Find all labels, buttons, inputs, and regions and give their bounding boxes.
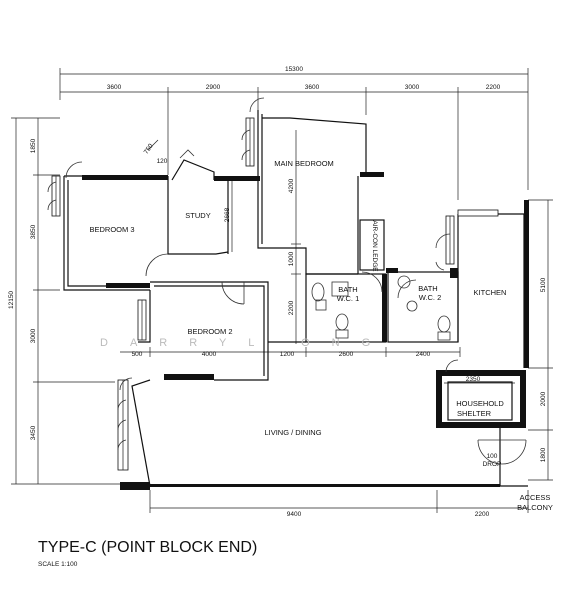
dim-left-1: 1850 [30,138,37,153]
plan-scale: SCALE 1:100 [38,561,78,568]
dimension-lines [11,68,553,513]
dim-mid-5: 2400 [416,351,431,358]
dim-total-top: 15300 [285,66,303,73]
dim-top-3: 3600 [305,84,320,91]
dim-mid-3: 1200 [280,351,295,358]
dim-mid-2: 4000 [202,351,217,358]
dim-bottom-1: 9400 [287,511,302,518]
dim-right-1: 5100 [540,277,547,292]
label-bath-1-a: BATH [338,285,357,294]
dim-mid-4: 2600 [339,351,354,358]
dim-top-5: 2200 [486,84,501,91]
label-access-a: ACCESS [520,493,551,502]
fixtures [311,275,451,341]
dim-right-3: 1800 [540,447,547,462]
doors [47,97,527,465]
plan-title: TYPE-C (POINT BLOCK END) [38,539,257,556]
walls [63,110,529,490]
label-living-dining: LIVING / DINING [264,428,321,437]
dim-bottom-2: 2200 [475,511,490,518]
dim-left-4: 3450 [30,425,37,440]
windows [51,117,499,471]
label-bath-2-b: W.C. 2 [419,293,442,302]
dim-shelter: 2350 [466,376,481,383]
dim-mid-1: 500 [132,351,143,358]
dim-master-2: 1000 [288,251,295,266]
dim-left-total: 12150 [8,291,15,309]
label-kitchen: KITCHEN [474,288,507,297]
label-aircon-ledge: AIR-CON LEDGE [371,220,378,272]
dim-right-2: 2000 [540,391,547,406]
label-shelter-a: HOUSEHOLD [456,399,504,408]
dim-bay-2: 120 [157,158,168,165]
dim-top-1: 3600 [107,84,122,91]
dim-top-2: 2900 [206,84,221,91]
label-bedroom-3: BEDROOM 3 [89,225,134,234]
watermark: DARRYL ONG [100,337,392,349]
label-bedroom-2: BEDROOM 2 [187,327,232,336]
dim-master-3: 2200 [288,300,295,315]
dim-master-1: 4200 [288,178,295,193]
label-access-b: BALCONY [517,503,553,512]
dim-left-3: 3000 [30,328,37,343]
label-bath-2-a: BATH [418,284,437,293]
dim-bay-1: 750 [143,142,155,155]
label-main-bedroom: MAIN BEDROOM [274,159,334,168]
window-kitchen-top [457,209,499,217]
label-study: STUDY [185,211,210,220]
dimension-labels: 15300 3600 2900 3600 3000 2200 12150 185… [8,66,547,518]
room-labels: MAIN BEDROOM BEDROOM 3 STUDY BEDROOM 2 B… [89,159,552,512]
label-drop-b: DROP [483,461,502,468]
dim-top-4: 3000 [405,84,420,91]
label-bath-1-b: W.C. 1 [337,294,360,303]
dim-left-2: 3850 [30,224,37,239]
label-drop-a: 100 [487,453,498,460]
label-shelter-b: SHELTER [457,409,492,418]
